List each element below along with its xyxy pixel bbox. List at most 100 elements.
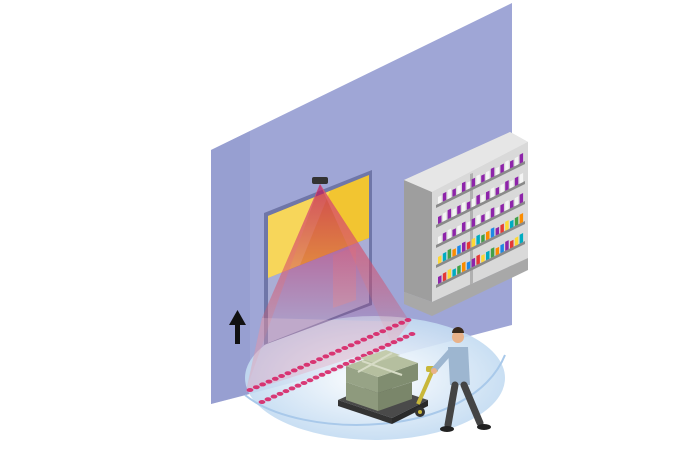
shelf-product <box>442 211 447 222</box>
shelf-product <box>452 208 456 217</box>
shelf-product <box>438 235 442 244</box>
shelf-product <box>447 248 452 260</box>
shelf-product <box>510 239 514 249</box>
detection-dot <box>348 359 356 364</box>
shelf-product <box>500 203 504 214</box>
shelf-product <box>442 271 447 282</box>
shelf-product <box>486 230 490 241</box>
detection-dot <box>385 326 393 331</box>
arrow-up-icon <box>229 310 246 344</box>
shelf-product <box>486 190 490 201</box>
shelf-product <box>438 215 442 224</box>
detection-dots <box>246 318 416 404</box>
shelf-product <box>466 261 471 270</box>
shelf-product <box>471 177 476 188</box>
shelf-product <box>490 247 495 258</box>
detection-dot <box>306 378 314 383</box>
detection-dot <box>322 354 330 359</box>
detection-dot <box>258 400 266 404</box>
shelf-product <box>486 210 490 221</box>
detection-dot <box>366 351 374 356</box>
shelf-product <box>462 201 466 213</box>
detection-dot <box>271 376 279 381</box>
shelf-product <box>442 231 447 242</box>
shelf-product <box>462 261 466 273</box>
detection-dot <box>278 374 285 378</box>
shelf-product <box>500 243 504 254</box>
door-sensor-icon <box>312 177 328 184</box>
detection-dot <box>408 332 416 336</box>
shelf-product <box>510 219 514 229</box>
detection-dot <box>316 357 323 362</box>
detection-dot <box>297 365 304 370</box>
floor-zone-edge <box>244 354 506 426</box>
shelf-product <box>471 257 476 268</box>
shelf-product <box>447 208 452 220</box>
sensor-beam-side-left <box>246 184 320 390</box>
pallet-with-boxes <box>338 350 428 424</box>
shelf-product <box>442 191 447 202</box>
shelf-board <box>436 161 525 208</box>
shelf-product <box>452 268 456 277</box>
detection-dot <box>341 346 349 350</box>
detection-dot <box>373 332 380 336</box>
detection-dot <box>336 364 344 369</box>
shelf-product <box>519 193 524 204</box>
detection-dot <box>288 386 296 391</box>
sensor-beam-side-right <box>320 184 410 345</box>
worker-person <box>431 327 491 432</box>
shelf-product <box>452 248 456 257</box>
shelf-product <box>519 233 524 244</box>
detection-dot <box>354 340 361 345</box>
shelf-product <box>466 221 471 230</box>
shelf-product <box>505 220 509 231</box>
detection-dot <box>330 367 338 372</box>
shelf-product <box>495 246 500 256</box>
shelf-product <box>514 236 519 247</box>
shelf-product <box>519 153 524 164</box>
shelf-product <box>500 183 504 194</box>
shelf-product <box>466 241 471 250</box>
detection-dot <box>347 343 355 348</box>
detection-dot <box>282 389 290 394</box>
shelf-product <box>476 254 480 266</box>
shelf-product <box>505 240 509 251</box>
shelf-product <box>457 224 461 235</box>
shelf-product <box>466 181 471 190</box>
shelf-product <box>462 241 466 253</box>
detection-dot <box>342 361 350 366</box>
shelf-product <box>495 206 500 216</box>
shelf-product <box>476 214 480 226</box>
shelf-product <box>481 213 485 223</box>
detection-dot <box>284 371 292 376</box>
shelf-product <box>519 213 524 224</box>
detection-dot <box>366 334 374 339</box>
detection-dot <box>379 329 387 334</box>
detection-dot <box>303 362 311 367</box>
shelf-product <box>514 156 519 167</box>
detection-dot <box>378 345 386 350</box>
shelf-product <box>476 194 480 206</box>
detection-dot <box>270 394 278 399</box>
shelf-product <box>486 250 490 261</box>
shelf-product <box>447 228 452 240</box>
shelf-product <box>495 226 500 236</box>
detection-dot <box>404 318 412 322</box>
detection-dot <box>318 372 326 377</box>
detection-dot <box>264 397 272 402</box>
shelf-product <box>438 195 442 204</box>
shelf-product <box>452 188 456 197</box>
shelf-product <box>471 197 476 208</box>
detection-dot <box>246 388 254 392</box>
shelf-product <box>438 255 442 264</box>
shelf-product <box>519 173 524 184</box>
shelf-product <box>466 201 471 210</box>
shelf-product <box>490 167 495 178</box>
shelf-product <box>471 237 476 248</box>
shelf-product <box>500 223 504 234</box>
shelf-product <box>447 268 452 280</box>
shelf-product <box>447 188 452 200</box>
shelf-product <box>457 264 461 275</box>
detection-dot <box>335 348 342 353</box>
